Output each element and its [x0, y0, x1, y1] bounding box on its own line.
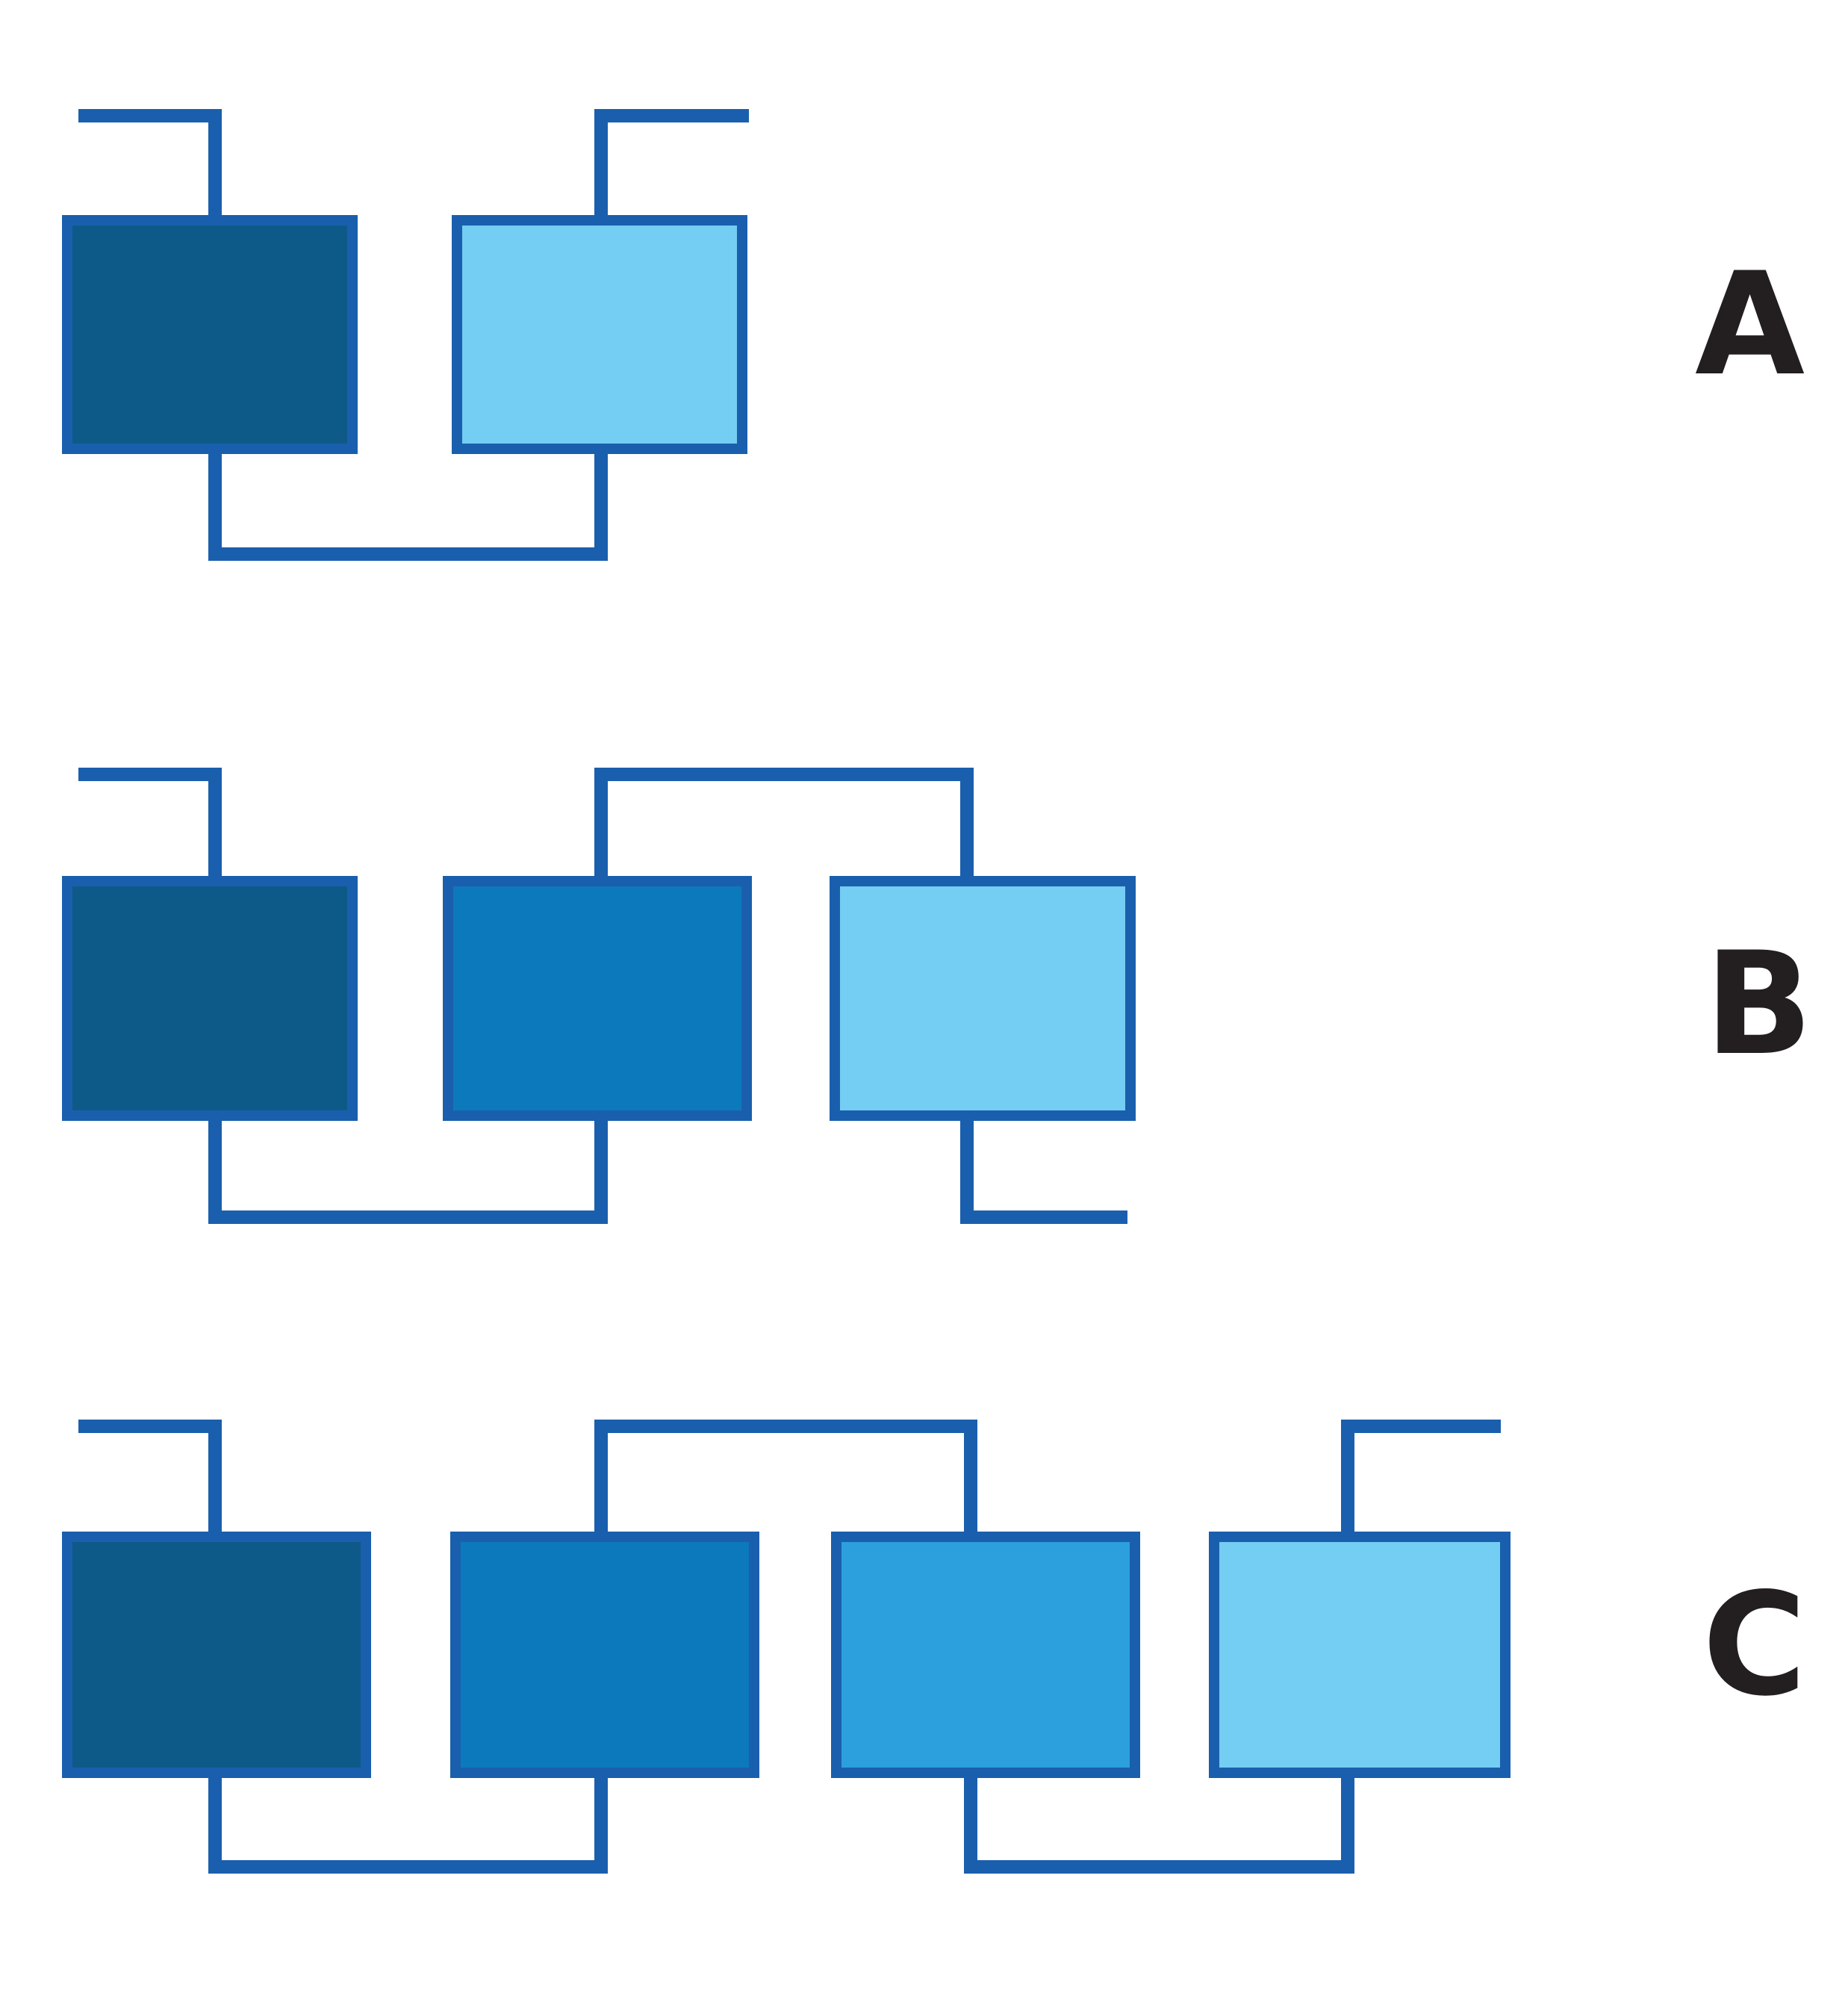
connector-a-out — [594, 109, 749, 239]
row-a-group — [62, 109, 749, 561]
connector-b-bridge-1 — [594, 768, 974, 896]
block-a2[interactable] — [452, 215, 747, 454]
connector-c-bridge-1 — [594, 1420, 977, 1553]
block-b1[interactable] — [62, 876, 358, 1121]
row-label-b: B — [1705, 921, 1813, 1087]
row-b-group — [62, 768, 1136, 1224]
connector-c-out — [1341, 1420, 1501, 1553]
connector-c-loop-1 — [208, 1759, 608, 1874]
row-label-c: C — [1702, 1562, 1807, 1727]
row-c-group — [62, 1420, 1511, 1874]
connector-a-loop — [208, 433, 608, 561]
block-c3[interactable] — [831, 1532, 1140, 1778]
connector-b-in — [78, 768, 222, 896]
block-c1[interactable] — [62, 1532, 371, 1778]
block-c2[interactable] — [450, 1532, 759, 1778]
block-b3[interactable] — [830, 876, 1136, 1121]
row-label-a: A — [1695, 242, 1805, 407]
connector-b-loop-1 — [208, 1101, 608, 1224]
connector-c-in — [78, 1420, 222, 1553]
connector-c-loop-2 — [964, 1759, 1354, 1874]
block-b2[interactable] — [443, 876, 752, 1121]
connector-a-in — [78, 109, 222, 239]
connector-b-out — [960, 1101, 1127, 1224]
block-a1[interactable] — [62, 215, 358, 454]
block-c4[interactable] — [1209, 1532, 1511, 1778]
